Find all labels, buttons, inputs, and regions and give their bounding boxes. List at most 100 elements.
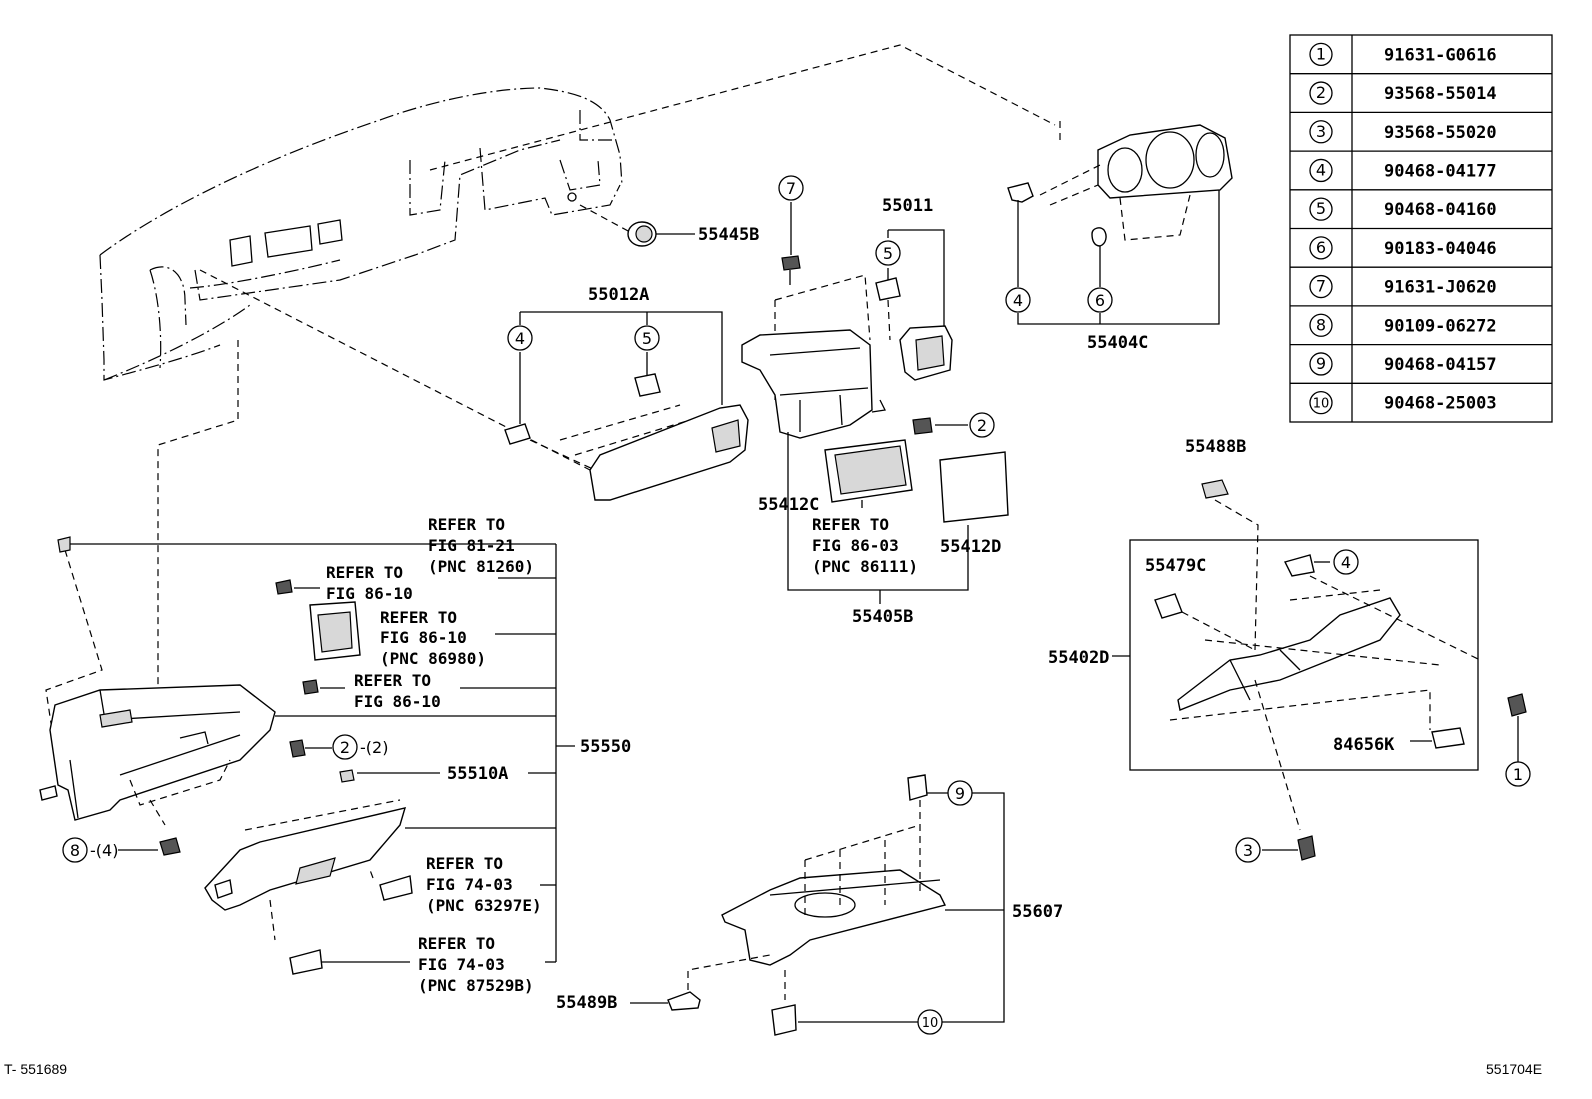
table-row: 7 91631-J0620 xyxy=(1309,274,1497,299)
label-55510A: 55510A xyxy=(447,764,508,784)
callout-6: 6 xyxy=(1087,287,1113,313)
part-55607: 55607 55489B xyxy=(556,774,1063,1036)
svg-text:2: 2 xyxy=(340,738,350,757)
center-console-housing xyxy=(741,274,968,439)
svg-text:4: 4 xyxy=(1013,291,1023,310)
ref-number: 7 xyxy=(1316,277,1326,296)
qty-2: -(2) xyxy=(360,738,388,757)
callout-5a: 5 xyxy=(634,325,660,351)
callouts: 7 4 5 5 4 6 2 4 1 3 9 10 2 -(2) 8 -(4) xyxy=(62,175,1531,1035)
part-55012A: 55012A xyxy=(504,285,749,501)
callout-1: 1 xyxy=(1505,761,1531,787)
table-row: 5 90468-04160 xyxy=(1309,197,1497,221)
refer-note-1: REFER TO FIG 81-21 (PNC 81260) xyxy=(428,515,534,576)
label-55412C: 55412C xyxy=(758,495,819,515)
ref-number-circle xyxy=(1309,236,1333,260)
svg-text:6: 6 xyxy=(1095,291,1105,310)
ref-number: 8 xyxy=(1316,315,1326,334)
table-row: 4 90468-04177 xyxy=(1309,158,1497,183)
ref-number-circle xyxy=(1309,352,1333,376)
table-row: 6 90183-04046 xyxy=(1309,236,1497,260)
part-55011: 55011 xyxy=(875,196,953,381)
callout-2a: 2 xyxy=(969,412,995,438)
callout-3: 3 xyxy=(1235,837,1261,863)
callout-8-qty: -(4) xyxy=(90,841,118,860)
ref-number-circle xyxy=(1309,158,1333,183)
ref-number-circle xyxy=(1309,197,1333,221)
svg-text:3: 3 xyxy=(1243,841,1253,860)
svg-text:5: 5 xyxy=(642,329,652,348)
svg-text:10: 10 xyxy=(922,1016,939,1031)
label-55412D: 55412D xyxy=(940,537,1001,557)
part-55412C-55412D: 55412C 55412D 55405B xyxy=(758,432,1009,627)
ref-number: 1 xyxy=(1316,44,1326,63)
svg-text:7: 7 xyxy=(786,179,796,198)
ref-number: 9 xyxy=(1316,354,1326,373)
label-55011: 55011 xyxy=(882,196,933,216)
label-55404C: 55404C xyxy=(1087,333,1148,353)
footer-right-code: 551704E xyxy=(1486,1061,1542,1077)
refer-note-2: REFER TO FIG 86-10 xyxy=(326,563,413,603)
svg-text:9: 9 xyxy=(955,784,965,803)
callout-8: 8 xyxy=(62,837,88,863)
callout-5b: 5 xyxy=(875,240,901,266)
ref-number-circle xyxy=(1309,81,1333,105)
refer-note-5: REFER TO FIG 86-03 (PNC 86111) xyxy=(812,515,918,576)
ref-number: 2 xyxy=(1316,83,1326,102)
ref-number-circle xyxy=(1309,120,1333,144)
part-number: 91631-G0616 xyxy=(1384,45,1497,65)
table-row: 1 91631-G0616 xyxy=(1309,42,1497,66)
ref-number: 3 xyxy=(1316,122,1326,141)
callout-2b: 2 xyxy=(332,734,358,760)
label-55550: 55550 xyxy=(580,737,631,757)
part-number: 90183-04046 xyxy=(1384,239,1497,259)
ref-number-circle xyxy=(1309,313,1333,337)
ref-number-circle xyxy=(1309,274,1333,299)
ref-number-circle xyxy=(1309,42,1333,66)
ref-number-circle xyxy=(1309,390,1333,415)
svg-text:4: 4 xyxy=(1341,553,1351,572)
svg-text:4: 4 xyxy=(515,329,525,348)
table-row: 3 93568-55020 xyxy=(1309,120,1497,144)
label-55489B: 55489B xyxy=(556,993,617,1013)
label-84656K: 84656K xyxy=(1333,735,1395,755)
table-row: 8 90109-06272 xyxy=(1309,313,1497,337)
svg-text:2: 2 xyxy=(977,416,987,435)
svg-text:8: 8 xyxy=(70,841,80,860)
label-55445B: 55445B xyxy=(698,225,759,245)
assembly-leaders xyxy=(45,44,1056,731)
label-55607: 55607 xyxy=(1012,902,1063,922)
qty-8: -(4) xyxy=(90,841,118,860)
callout-7: 7 xyxy=(778,175,804,201)
part-55404C: 55404C xyxy=(1007,120,1233,353)
callout-10: 10 xyxy=(917,1009,943,1035)
ref-number: 10 xyxy=(1313,397,1330,412)
label-55488B: 55488B xyxy=(1185,437,1246,457)
refer-note-7: REFER TO FIG 74-03 (PNC 87529B) xyxy=(418,934,534,995)
callout-4a: 4 xyxy=(507,325,533,351)
part-number: 90109-06272 xyxy=(1384,316,1497,336)
part-55445B: 55445B xyxy=(579,204,759,247)
ref-number: 6 xyxy=(1316,238,1326,257)
ref-number: 4 xyxy=(1316,160,1326,179)
part-55402D: 55488B 55479C 55402D 84656K xyxy=(1048,437,1527,861)
part-number: 90468-04177 xyxy=(1384,161,1497,181)
svg-text:5: 5 xyxy=(883,244,893,263)
refer-note-6: REFER TO FIG 74-03 (PNC 63297E) xyxy=(426,854,542,915)
refer-note-3: REFER TO FIG 86-10 (PNC 86980) xyxy=(380,608,486,668)
glove-box-assembly: 55550 55510A xyxy=(39,536,631,975)
label-55402D: 55402D xyxy=(1048,648,1109,668)
label-55479C: 55479C xyxy=(1145,556,1206,576)
part-number: 91631-J0620 xyxy=(1384,278,1497,298)
ref-number: 5 xyxy=(1316,199,1326,218)
footer-left-code: T- 551689 xyxy=(4,1061,67,1077)
callout-4c: 4 xyxy=(1333,549,1359,575)
part-number: 93568-55020 xyxy=(1384,123,1497,143)
part-number: 90468-04160 xyxy=(1384,200,1497,220)
dashboard-outline xyxy=(99,87,623,381)
